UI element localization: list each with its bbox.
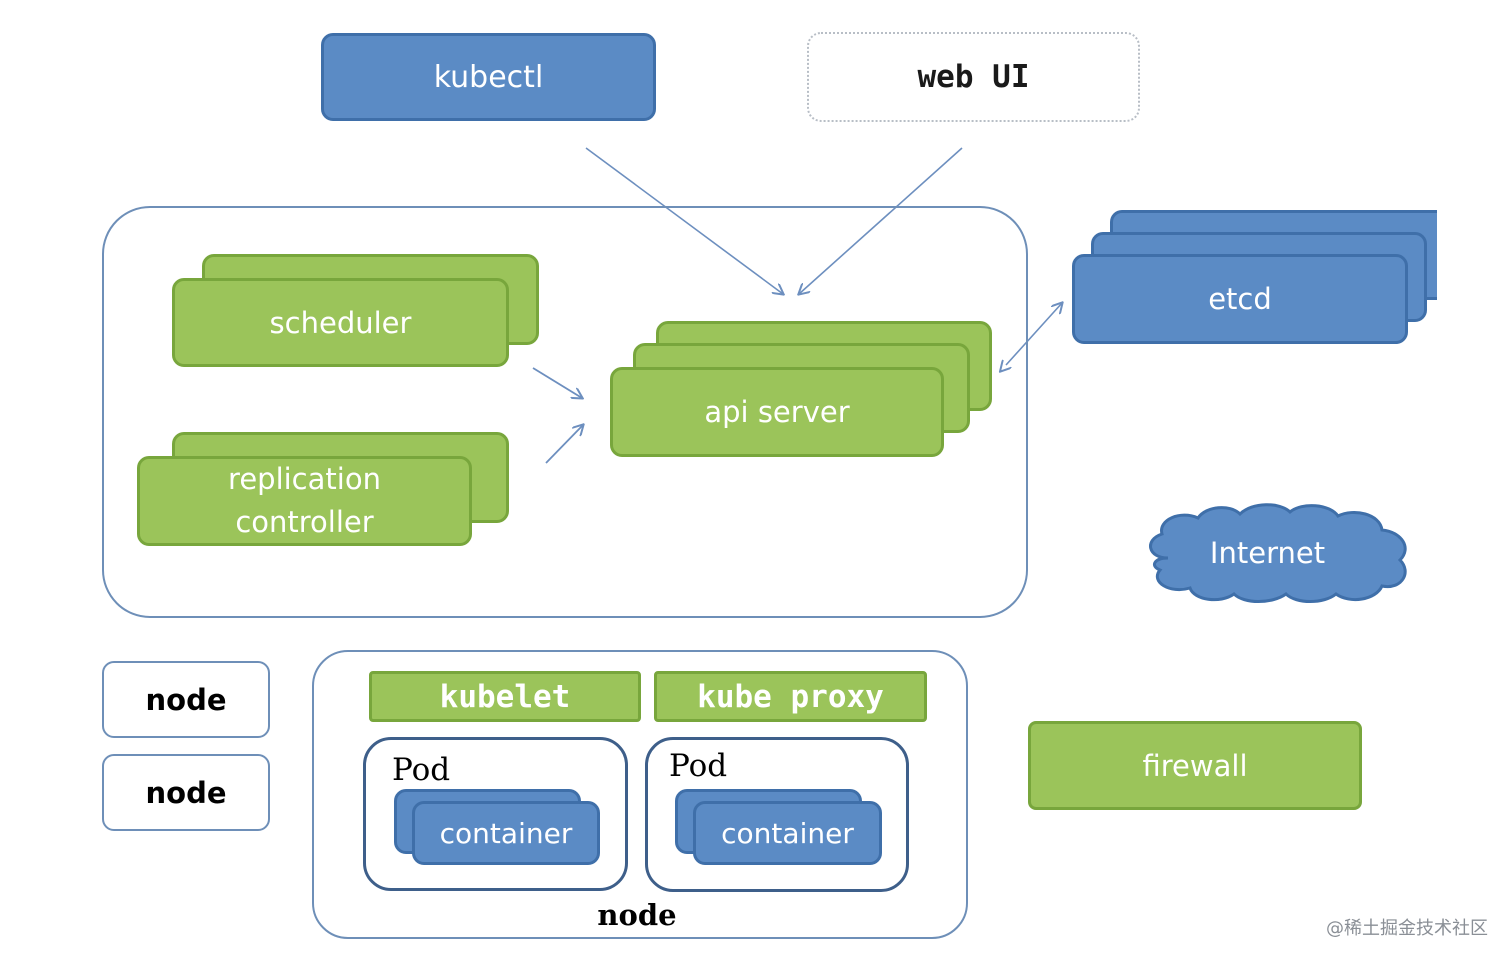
internet-label-wrap: Internet xyxy=(1140,500,1395,605)
etcd-label: etcd xyxy=(1208,282,1272,316)
cloud-icon xyxy=(1149,503,1407,603)
kube-proxy-box: kube proxy xyxy=(654,671,927,722)
kubelet-box: kubelet xyxy=(369,671,641,722)
pod-1-label: Pod xyxy=(392,752,451,788)
firewall-box: firewall xyxy=(1028,721,1362,810)
etcd-box: etcd xyxy=(1072,254,1408,344)
internet-cloud: Internet xyxy=(1140,500,1415,605)
kubelet-label: kubelet xyxy=(439,678,571,715)
scheduler-label: scheduler xyxy=(269,305,412,340)
kube-proxy-label: kube proxy xyxy=(697,678,884,715)
node-1-label: node xyxy=(145,682,227,717)
kubectl-label: kubectl xyxy=(433,59,544,95)
pod-1-container-box: container xyxy=(412,801,600,865)
replication-controller-label-line2: controller xyxy=(235,505,374,539)
api-server-label: api server xyxy=(704,395,850,429)
node-box-2: node xyxy=(102,754,270,831)
watermark-text: @稀土掘金技术社区 xyxy=(1326,918,1488,939)
scheduler-box: scheduler xyxy=(172,278,509,367)
replication-controller-label-line1: replication xyxy=(228,462,381,496)
node-region xyxy=(312,650,968,939)
web-ui-box: web UI xyxy=(807,32,1140,122)
firewall-label: firewall xyxy=(1142,748,1248,783)
pod-2-container-label: container xyxy=(721,816,854,850)
node-region-label: node xyxy=(597,898,677,932)
node-2-label: node xyxy=(145,775,227,810)
kubectl-box: kubectl xyxy=(321,33,656,121)
web-ui-label: web UI xyxy=(917,59,1030,95)
pod-2-container-box: container xyxy=(693,801,882,865)
pod-1-container-label: container xyxy=(439,816,573,850)
pod-2-label: Pod xyxy=(669,748,728,784)
control-plane-region xyxy=(102,206,1028,618)
internet-label: Internet xyxy=(1209,535,1326,570)
replication-controller-box: replication controller xyxy=(137,456,472,546)
node-box-1: node xyxy=(102,661,270,738)
api-server-box: api server xyxy=(610,367,944,457)
